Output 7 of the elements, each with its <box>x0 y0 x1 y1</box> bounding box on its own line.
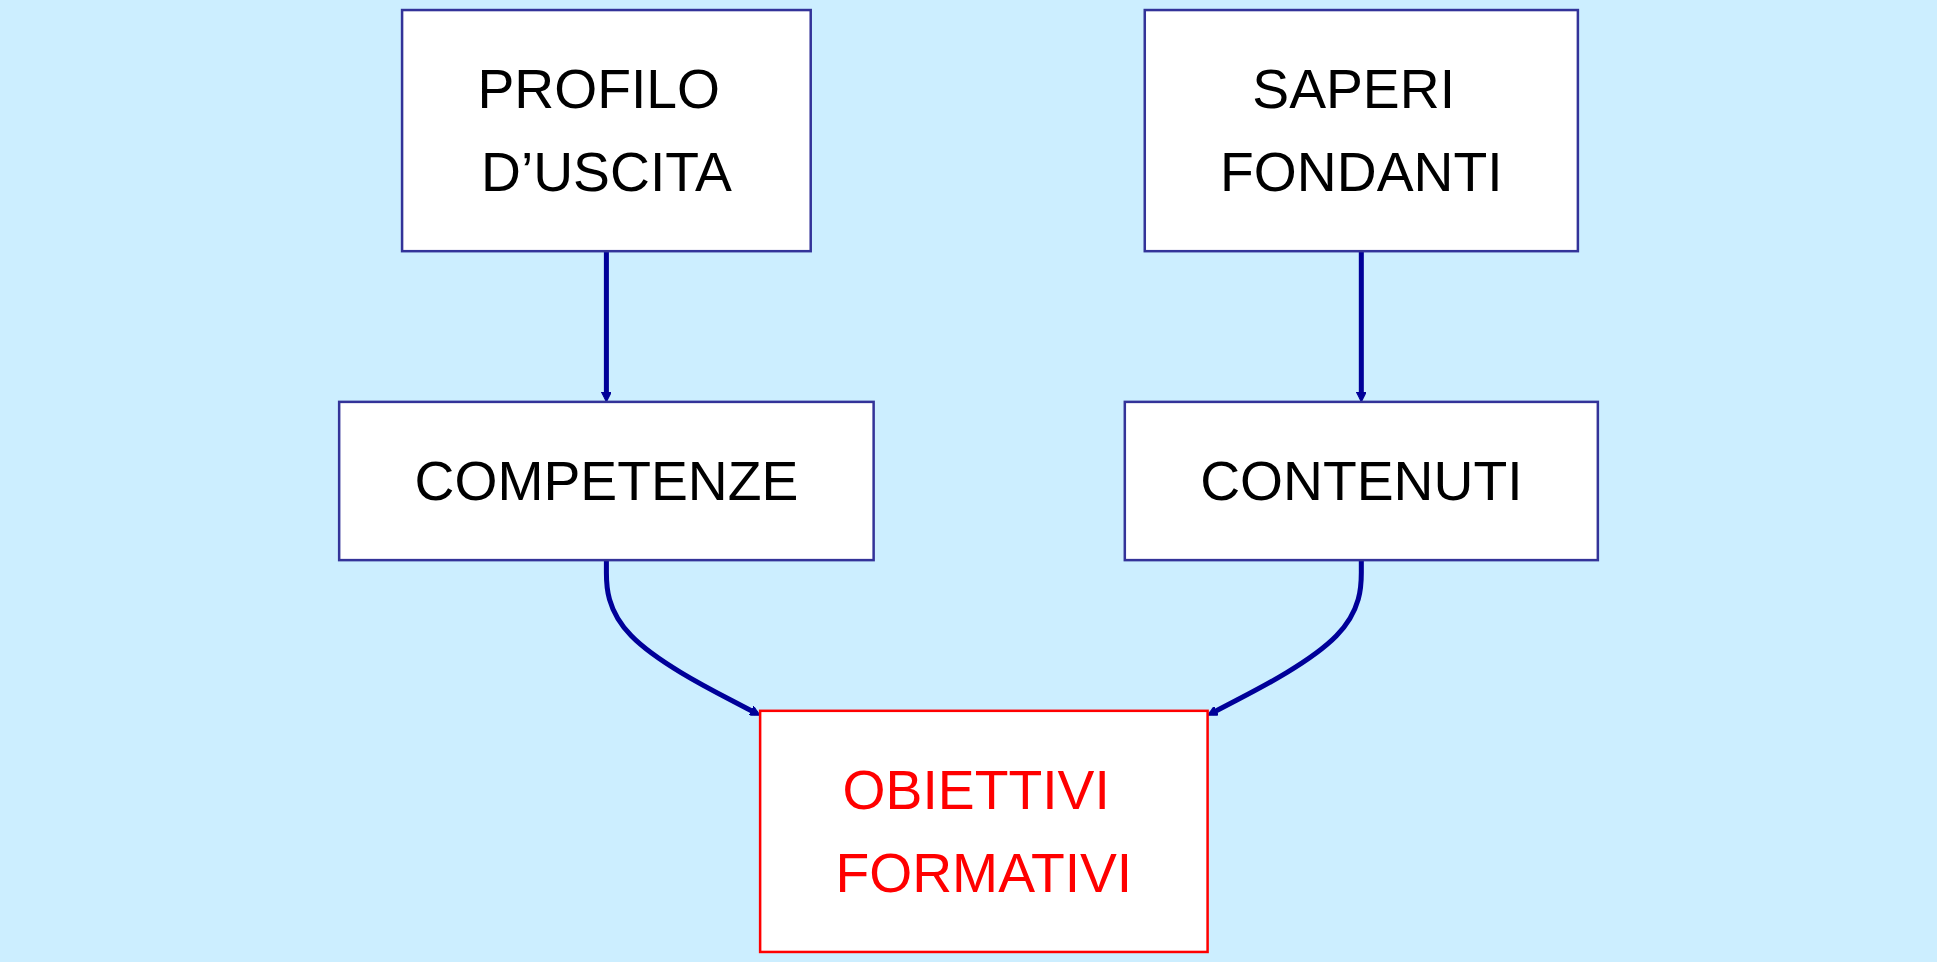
arrow <box>1207 560 1364 716</box>
node-box: CONTENUTI <box>1123 400 1600 562</box>
node-box: PROFILO D’USCITA <box>400 8 812 253</box>
node-box: OBIETTIVI FORMATIVI <box>758 709 1209 954</box>
node-box: COMPETENZE <box>337 400 875 562</box>
node-box: SAPERI FONDANTI <box>1143 8 1580 253</box>
arrow <box>603 560 761 716</box>
